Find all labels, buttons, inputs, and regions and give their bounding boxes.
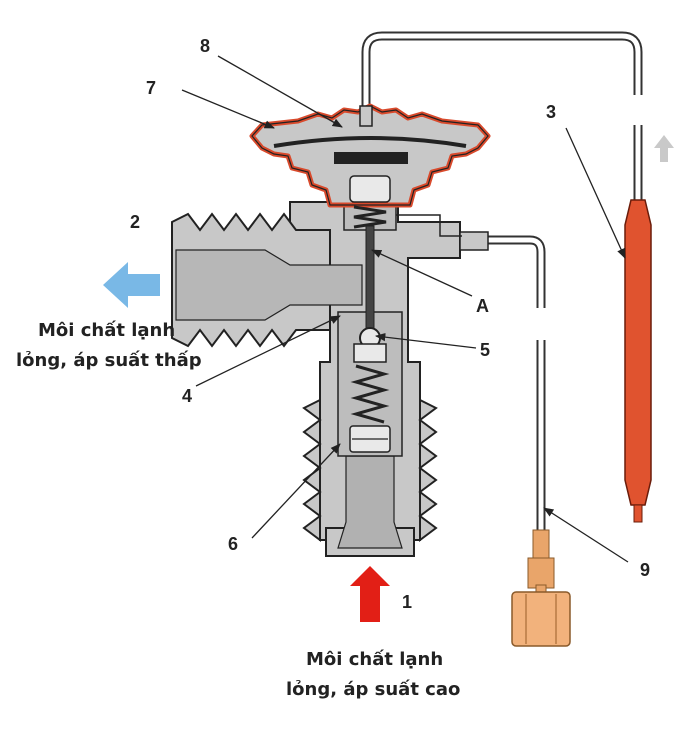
label-8: 8 [200,36,211,56]
outlet-caption-line2: lỏng, áp suất thấp [16,350,202,371]
outlet-caption: Môi chất lạnh lỏng, áp suất thấp [16,316,226,376]
label-5: 5 [480,340,491,360]
label-7: 7 [146,78,157,98]
label-6: 6 [228,534,239,554]
valve-internals [349,175,391,453]
label-3: 3 [546,102,557,122]
label-2: 2 [130,212,141,232]
label-9: 9 [640,560,651,580]
equalizer-tube [487,235,546,532]
label-1: 1 [402,592,413,612]
outlet-caption-line1: Môi chất lạnh [38,320,176,341]
leader-lines [181,55,629,563]
flare-nut-fitting [511,529,571,647]
gray-up-arrow [654,135,674,162]
sensing-bulb [624,199,652,523]
diaphragm-housing [249,103,491,208]
inlet-arrow-red [350,566,390,622]
label-4: 4 [182,386,193,406]
inlet-caption-line1: Môi chất lạnh [306,649,444,670]
inlet-caption-line2: lỏng, áp suất cao [286,679,461,700]
label-A: A [476,296,489,316]
outlet-arrow-blue [103,262,160,308]
capillary-tube-top [361,31,643,200]
inlet-caption: Môi chất lạnh lỏng, áp suất cao [286,645,506,705]
